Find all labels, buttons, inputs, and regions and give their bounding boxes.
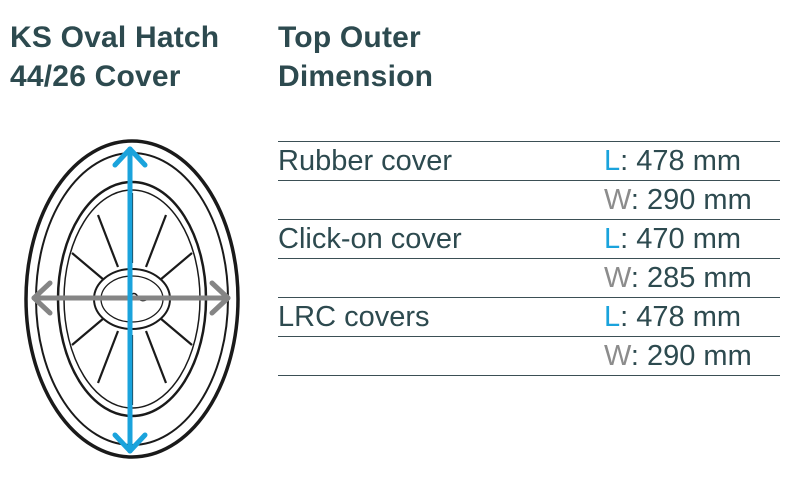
oval-hatch-diagram xyxy=(24,139,240,459)
row-value: L: 478 mm xyxy=(604,300,741,334)
table-row-rubber-length: Rubber cover L: 478 mm xyxy=(278,141,780,180)
length-value: : 478 mm xyxy=(620,301,742,333)
row-label: Rubber cover xyxy=(278,145,453,177)
length-value: : 470 mm xyxy=(620,223,742,255)
dimension-table: Rubber cover L: 478 mm W: 290 mm Click-o… xyxy=(278,141,780,376)
dimension-title-line-2: Dimension xyxy=(278,60,434,93)
table-row-clickon-length: Click-on cover L: 470 mm xyxy=(278,219,780,258)
outer-rim xyxy=(24,139,240,459)
width-axis-letter: W xyxy=(604,262,631,294)
table-row-lrc-length: LRC covers L: 478 mm xyxy=(278,297,780,336)
length-axis-letter: L xyxy=(604,223,621,255)
width-value: : 285 mm xyxy=(630,262,752,294)
product-title-line-1: KS Oval Hatch xyxy=(10,21,220,54)
row-value: W: 290 mm xyxy=(604,339,752,373)
width-value: : 290 mm xyxy=(630,340,752,372)
table-row-lrc-width: W: 290 mm xyxy=(278,336,780,376)
length-axis-letter: L xyxy=(604,145,621,177)
product-title: KS Oval Hatch 44/26 Cover xyxy=(10,18,219,96)
table-row-rubber-width: W: 290 mm xyxy=(278,180,780,219)
dimension-title: Top Outer Dimension xyxy=(278,18,433,96)
row-value: L: 470 mm xyxy=(604,222,741,256)
row-value: L: 478 mm xyxy=(604,144,741,178)
row-label: Click-on cover xyxy=(278,223,462,255)
row-label: LRC covers xyxy=(278,301,430,333)
width-axis-letter: W xyxy=(604,184,631,216)
length-arrow-icon xyxy=(112,146,148,454)
length-axis-letter: L xyxy=(604,301,621,333)
row-value: W: 290 mm xyxy=(604,183,752,217)
table-row-clickon-width: W: 285 mm xyxy=(278,258,780,297)
width-axis-letter: W xyxy=(604,340,631,372)
row-value: W: 285 mm xyxy=(604,261,752,295)
width-value: : 290 mm xyxy=(630,184,752,216)
length-value: : 478 mm xyxy=(620,145,742,177)
product-title-line-2: 44/26 Cover xyxy=(10,60,181,93)
dimension-title-line-1: Top Outer xyxy=(278,21,421,54)
